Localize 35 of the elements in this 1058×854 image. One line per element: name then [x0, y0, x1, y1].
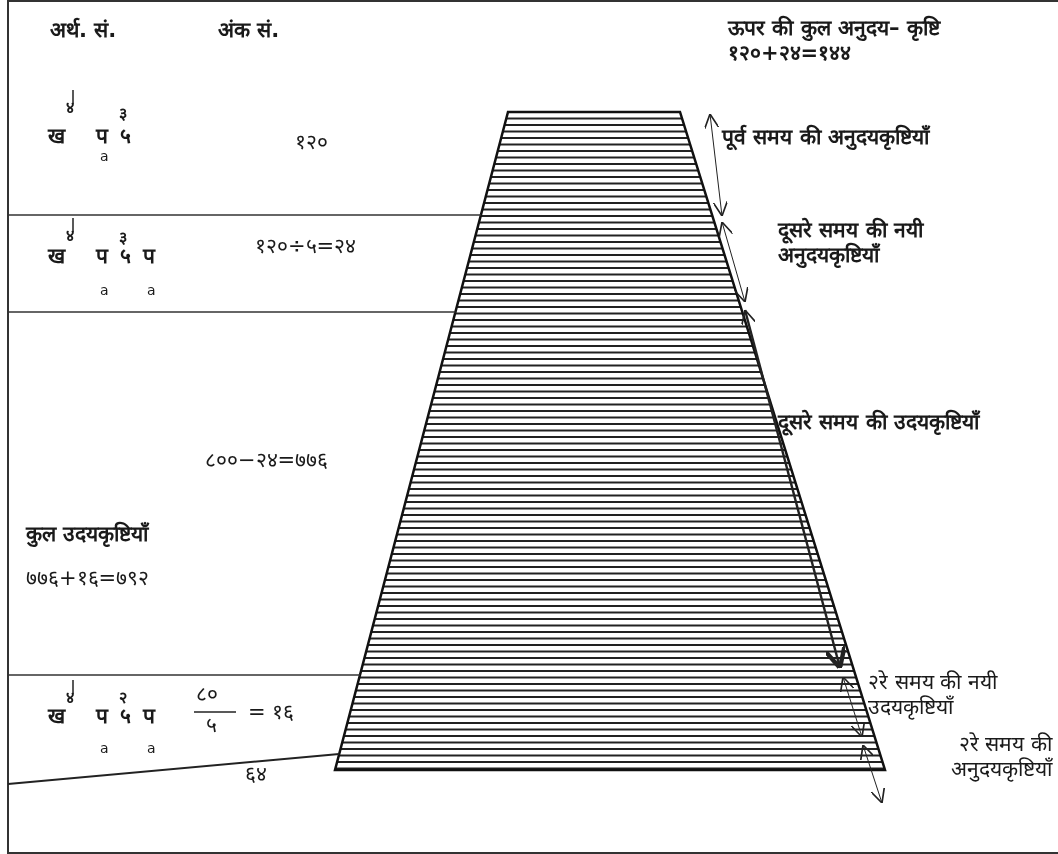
formula-text: ८० — [196, 682, 218, 708]
note-text: २रे समय की नयी उदयकृष्टियाँ — [868, 670, 999, 721]
note-text: पूर्व समय की अनुदयकृष्टियाँ — [722, 125, 929, 151]
notation-symbol: a — [100, 740, 109, 757]
notation-symbol: a — [100, 282, 109, 299]
notation-symbol: प — [96, 704, 108, 730]
formula-text: = १६ — [248, 700, 295, 726]
column-heading: अंक सं. — [218, 18, 280, 44]
notation-symbol: a — [147, 282, 156, 299]
notation-symbol: a — [100, 148, 109, 165]
notation-symbol: प — [96, 244, 108, 270]
number-value: ६४ — [245, 762, 267, 788]
notation-symbol: ३ — [119, 104, 127, 124]
note-text: कुल उदयकृष्टियाँ — [26, 522, 149, 548]
notation-symbol: प — [143, 244, 155, 270]
notation-symbol: ख — [48, 124, 65, 150]
notation-symbol: ५ — [120, 124, 131, 150]
note-text: दूसरे समय की उदयकृष्टियाँ — [778, 410, 982, 436]
notation-symbol: ४ — [66, 226, 74, 246]
notation-symbol: ४ — [66, 98, 74, 118]
note-text: २रे समय की अनुदयकृष्टियाँ — [950, 732, 1052, 783]
notation-symbol: प — [143, 704, 155, 730]
note-text: दूसरे समय की नयी अनुदयकृष्टियाँ — [778, 218, 925, 269]
notation-symbol: प — [96, 124, 108, 150]
formula-text: ८००−२४=७७६ — [205, 448, 329, 474]
column-heading: अर्थ. सं. — [50, 18, 117, 44]
notation-symbol: ४ — [66, 688, 74, 708]
notation-symbol: ख — [48, 244, 65, 270]
notation-symbol: ख — [48, 704, 65, 730]
formula-text: १२०÷५=२४ — [255, 234, 357, 260]
formula-text: ७७६+१६=७९२ — [26, 566, 150, 592]
note-text: ऊपर की कुल अनुदय– कृष्टि १२०+२४=१४४ — [728, 16, 942, 67]
notation-symbol: a — [147, 740, 156, 757]
formula-text: ५ — [206, 713, 217, 739]
number-value: १२० — [295, 130, 328, 156]
